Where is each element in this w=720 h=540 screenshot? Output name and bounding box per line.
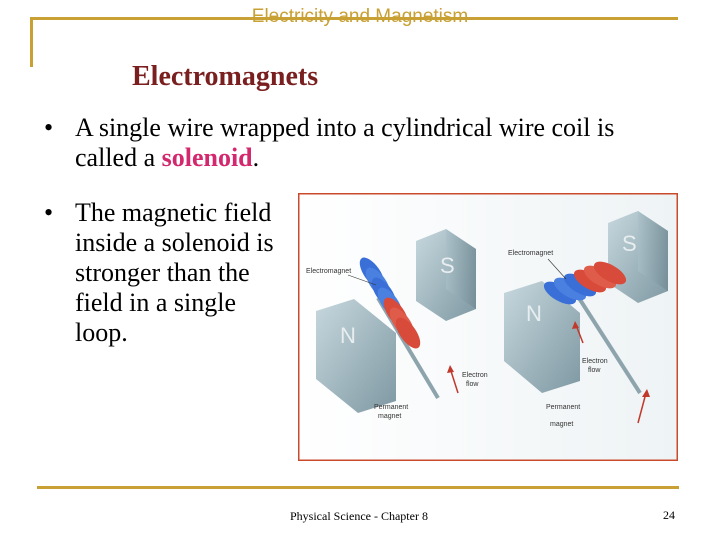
bullet-text: A single wire wrapped into a cylindrical…	[75, 113, 615, 172]
permanent-magnet-label: Permanent	[546, 404, 580, 411]
n-pole-block	[316, 299, 396, 413]
electromagnet-illustration: S N Electromagnet Electron flow Permanen…	[298, 193, 678, 461]
flow-arrow	[637, 392, 647, 424]
keyword-solenoid: solenoid	[161, 143, 253, 172]
slide-title: Electromagnets	[132, 61, 319, 92]
left-diagram: S N Electromagnet Electron flow Permanen…	[306, 229, 488, 420]
footer-text: Physical Science - Chapter 8	[290, 509, 428, 523]
electron-flow-label-2: flow	[588, 367, 601, 374]
pole-s-label: S	[440, 253, 455, 278]
bullet-marker: •	[44, 198, 54, 227]
electron-flow-label-2: flow	[466, 381, 479, 388]
bullet-text: The magnetic field inside a solenoid is …	[75, 198, 274, 347]
top-rule	[30, 17, 678, 20]
solenoid-coil	[359, 257, 421, 349]
left-rule	[30, 17, 33, 67]
permanent-magnet-label: Permanent	[374, 404, 408, 411]
pole-n-label: N	[340, 323, 356, 348]
permanent-magnet-label-2: magnet	[378, 413, 401, 420]
bullet-solenoid-definition: • A single wire wrapped into a cylindric…	[44, 113, 644, 173]
slide-header: Electricity and Magnetism	[251, 6, 469, 27]
bullet-magnetic-field: • The magnetic field inside a solenoid i…	[44, 198, 284, 348]
permanent-magnet-label-2: magnet	[550, 421, 573, 428]
electromagnet-label: Electromagnet	[508, 250, 553, 257]
electron-flow-label: Electron	[462, 372, 488, 379]
n-pole-block	[504, 281, 580, 393]
bullet-period: .	[252, 143, 260, 172]
page-number: 24	[663, 508, 675, 522]
pole-n-label: N	[526, 301, 542, 326]
electromagnet-label: Electromagnet	[306, 268, 351, 275]
pole-s-label: S	[622, 231, 637, 256]
bullet-marker: •	[44, 113, 54, 142]
electron-flow-label: Electron	[582, 358, 608, 365]
solenoid-coil	[543, 261, 627, 305]
right-diagram: S N Electromagnet Electron flow Permanen…	[504, 211, 668, 428]
bottom-rule	[37, 486, 679, 489]
